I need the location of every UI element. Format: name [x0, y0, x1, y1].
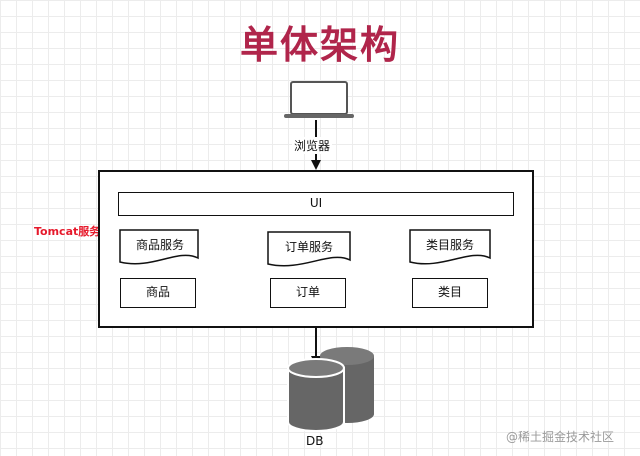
- diagram-title: 单体架构: [239, 23, 400, 67]
- laptop-icon: [284, 81, 354, 118]
- db-label: DB: [306, 434, 324, 448]
- service-label-order: 订单服务: [284, 240, 333, 254]
- service-doc-shape-0: [119, 229, 199, 265]
- tomcat-server-label: Tomcat服务器: [34, 225, 112, 238]
- service-doc-shape-2: [409, 229, 491, 265]
- browser-label: 浏览器: [292, 137, 333, 154]
- module-box-product: 商品: [120, 278, 196, 308]
- service-label-category: 类目服务: [425, 238, 474, 252]
- module-box-category: 类目: [412, 278, 488, 308]
- service-doc-shape-1: [267, 231, 351, 267]
- service-label-product: 商品服务: [135, 238, 184, 252]
- ui-layer-box: UI: [118, 192, 514, 216]
- watermark: @稀土掘金技术社区: [506, 430, 615, 444]
- module-box-order: 订单: [270, 278, 346, 308]
